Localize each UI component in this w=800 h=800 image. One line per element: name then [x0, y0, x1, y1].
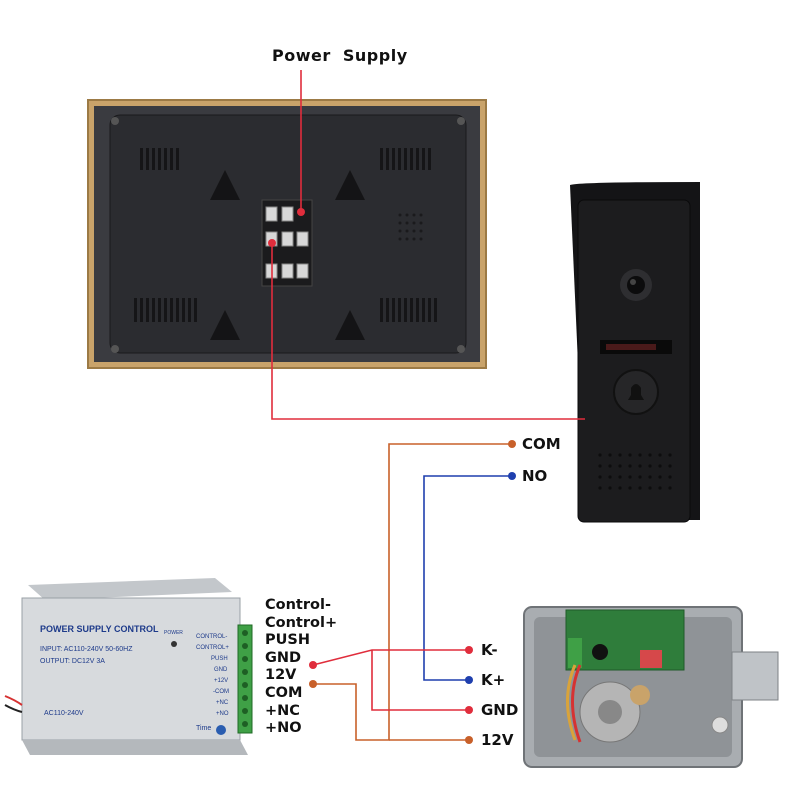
- outdoor-doorbell: [570, 182, 700, 523]
- psu-term-control-minus: CONTROL-: [196, 634, 228, 640]
- psu-power-led-label: POWER: [164, 630, 183, 636]
- electric-lock: [523, 606, 779, 768]
- pin-com: COM: [265, 684, 303, 701]
- psu-term-no: +NO: [216, 711, 229, 717]
- psu-term-nc: +NC: [216, 700, 229, 706]
- psu-term-com: -COM: [213, 689, 229, 695]
- pin-gnd: GND: [265, 649, 302, 666]
- power-led-icon: [171, 641, 177, 647]
- doorbell-com-label: COM: [522, 435, 561, 453]
- power-supply-box: [4, 578, 253, 755]
- psu-term-push: PUSH: [211, 656, 228, 662]
- power-supply-dot: [297, 208, 305, 216]
- wiring: [271, 70, 585, 741]
- psu-time-label: Time: [196, 725, 212, 732]
- psu-pin-list: Control- Control+ PUSH GND 12V COM +NC +…: [265, 597, 337, 738]
- psu-input: INPUT: AC110-240V 50-60HZ: [40, 646, 133, 653]
- pin-push: PUSH: [265, 632, 310, 649]
- pin-control-plus: Control+: [265, 614, 338, 631]
- psu-term-12v: +12V: [214, 678, 229, 684]
- psu-term-control-plus: CONTROL+: [196, 645, 229, 651]
- pin-12v: 12V: [265, 667, 297, 684]
- triangle-vent-icon: [210, 310, 240, 340]
- psu-output: OUTPUT: DC12V 3A: [40, 658, 105, 665]
- triangle-vent-icon: [335, 310, 365, 340]
- timer-knob-icon: [216, 725, 226, 735]
- psu-term-gnd: GND: [214, 667, 228, 673]
- pin-nc: +NC: [265, 702, 300, 719]
- com-wire: [313, 443, 512, 741]
- lock-k-plus-label: K+: [481, 671, 506, 689]
- triangle-vent-icon: [335, 170, 365, 200]
- wire-dots: [268, 208, 516, 744]
- lock-k-minus-label: K-: [481, 641, 498, 659]
- pin-control-minus: Control-: [265, 597, 331, 613]
- psu-ac-label: AC110-240V: [44, 710, 84, 717]
- no-wire: [423, 475, 512, 681]
- diagram-title: Power Supply: [272, 46, 408, 65]
- triangle-vent-icon: [210, 170, 240, 200]
- indoor-monitor: [87, 99, 487, 369]
- psu-header: POWER SUPPLY CONTROL: [40, 624, 159, 634]
- lock-12v-label: 12V: [481, 731, 514, 749]
- lock-gnd-label: GND: [481, 701, 519, 719]
- monitor-doorbell-wire: [271, 243, 585, 420]
- pin-no: +NO: [265, 720, 302, 737]
- doorbell-no-label: NO: [522, 467, 548, 485]
